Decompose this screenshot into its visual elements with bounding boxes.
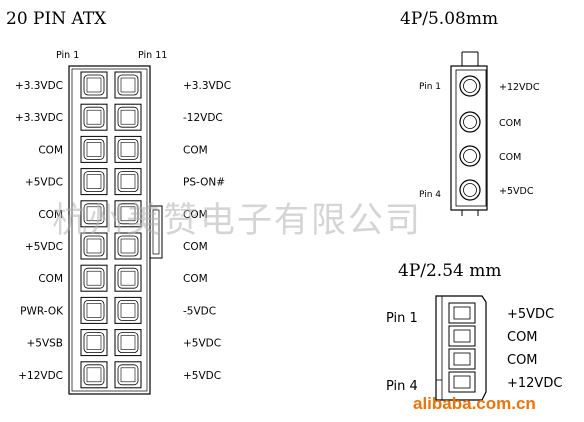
p4-254-pin: [448, 325, 476, 347]
atx20-pin: [114, 232, 142, 260]
p4-254-pin: [448, 348, 476, 370]
atx20-right-label: COM: [183, 144, 208, 156]
p4-508-pins: [459, 75, 481, 201]
atx20-pin: [80, 200, 108, 228]
atx20-right-label: PS-ON#: [183, 177, 225, 189]
atx20-right-label: COM: [183, 209, 208, 221]
p4-508-pin1-label: Pin 1: [419, 82, 441, 92]
atx20-pin: [114, 361, 142, 389]
p4-508-label: +12VDC: [499, 82, 540, 93]
p4-508-pin: [459, 145, 481, 167]
p4-508-title: 4P/5.08mm: [400, 9, 498, 29]
atx20-left-label: PWR-OK: [20, 305, 64, 317]
atx20-pin: [80, 329, 108, 357]
atx20-right-labels: +3.3VDC -12VDC COM PS-ON# COM COM COM -5VDC +5VD…: [183, 80, 231, 382]
p4-254-pin: [448, 302, 476, 324]
atx20-pin: [114, 296, 142, 324]
atx20-pin-grid: [80, 71, 142, 389]
atx20-left-label: +3.3VDC: [15, 80, 63, 92]
atx20-pin: [80, 361, 108, 389]
p4-254-pin: [448, 371, 476, 393]
atx20-right-label: +5VDC: [183, 338, 221, 350]
p4-254-label: COM: [507, 353, 538, 368]
atx20-left-label: +12VDC: [18, 370, 63, 382]
p4-254-connector-body: [435, 295, 487, 401]
p4-254-labels: +5VDC COM COM +12VDC: [507, 307, 562, 391]
p4-254-label: +5VDC: [507, 307, 554, 322]
atx20-left-label: +5VSB: [26, 338, 63, 350]
atx20-left-label: COM: [38, 209, 63, 221]
p4-254-title: 4P/2.54 mm: [398, 261, 501, 281]
atx20-left-label: COM: [38, 273, 63, 285]
watermark-company: 杭州美赞电子有限公司: [52, 201, 422, 241]
atx20-pin: [80, 135, 108, 163]
p4-508-connector-body: [450, 51, 488, 216]
p4-508-labels: +12VDC COM COM +5VDC: [499, 82, 540, 197]
p4-508-label: COM: [499, 118, 521, 129]
atx20-left-labels: +3.3VDC +3.3VDC COM +5VDC COM +5VDC COM PWR-OK +…: [15, 80, 64, 382]
p4-254-pin4-label: Pin 4: [386, 379, 418, 394]
p4-254-label: COM: [507, 330, 538, 345]
p4-508-pin: [459, 111, 481, 133]
atx20-pin: [80, 232, 108, 260]
atx20-pin: [114, 264, 142, 292]
atx20-left-label: +3.3VDC: [15, 112, 63, 124]
p4-508-label: +5VDC: [499, 186, 534, 197]
atx20-right-label: COM: [183, 241, 208, 253]
atx20-left-label: COM: [38, 144, 63, 156]
atx20-right-label: +3.3VDC: [183, 80, 231, 92]
watermark-site: alibaba.com.cn: [413, 394, 536, 413]
p4-254-label: +12VDC: [507, 376, 562, 391]
p4-508-pin: [459, 179, 481, 201]
atx20-pin: [114, 168, 142, 196]
atx20-right-label: COM: [183, 273, 208, 285]
atx20-pin1-label: Pin 1: [56, 50, 79, 61]
p4-508-pin: [459, 75, 481, 97]
atx20-right-label: +5VDC: [183, 370, 221, 382]
atx20-pin: [80, 296, 108, 324]
p4-254-pin1-label: Pin 1: [386, 311, 418, 326]
p4-508-pin4-label: Pin 4: [419, 190, 441, 200]
atx20-pin: [114, 71, 142, 99]
atx20-pin: [114, 103, 142, 131]
atx20-pin: [114, 135, 142, 163]
p4-254-pins: [448, 302, 476, 393]
atx20-pin: [80, 103, 108, 131]
atx20-connector-body: [68, 65, 163, 395]
p4-508-label: COM: [499, 152, 521, 163]
atx20-pin: [80, 168, 108, 196]
atx20-right-label: -5VDC: [183, 305, 216, 317]
atx20-pin11-label: Pin 11: [138, 50, 167, 61]
atx20-pin: [80, 264, 108, 292]
atx20-left-label: +5VDC: [25, 241, 63, 253]
atx20-left-label: +5VDC: [25, 177, 63, 189]
atx20-right-label: -12VDC: [183, 112, 223, 124]
atx20-pin: [114, 329, 142, 357]
atx20-pin: [80, 71, 108, 99]
atx20-title: 20 PIN ATX: [6, 9, 107, 29]
atx20-pin: [114, 200, 142, 228]
